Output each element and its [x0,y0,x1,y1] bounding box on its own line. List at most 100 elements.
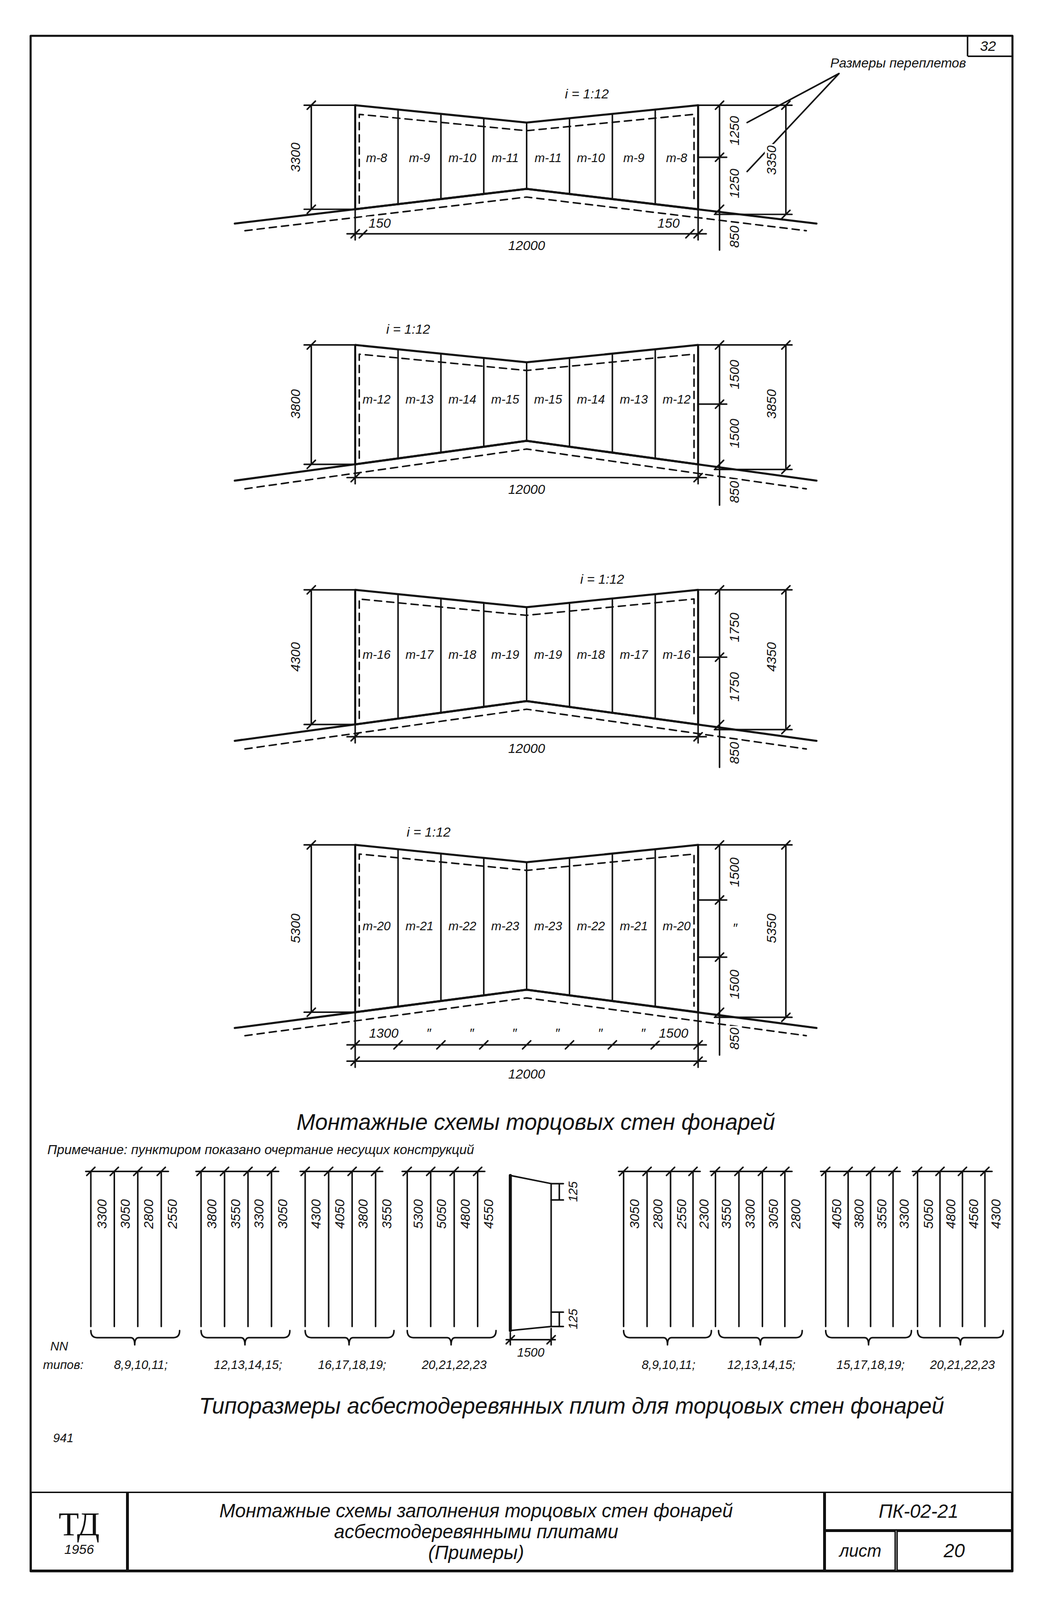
dimension-label: 3300 [252,1198,267,1231]
drawing-label: т-22 [446,920,478,933]
dimension-label: 3350 [764,144,779,177]
drawing-label: т-10 [446,151,478,165]
drawing-label: ″ [510,1027,519,1041]
drawing-label: т-17 [404,648,436,662]
title-block-text: 20 [943,1540,966,1562]
drawing-label: т-8 [364,151,389,165]
leader-line [747,73,839,172]
dimension-label: 3550 [379,1198,394,1231]
drawing-label: i = 1:12 [384,322,432,337]
drawing-label: i = 1:12 [405,825,452,840]
page-number-box [967,35,1013,57]
dimension-label: 4050 [332,1198,347,1231]
dimension-label: 3050 [118,1198,133,1231]
drawing-label: т-13 [618,393,650,407]
dimension-label: 850 [728,224,742,250]
dimension-label: 5050 [435,1198,449,1231]
dimension-label: 4550 [481,1198,496,1231]
dimension-label: 3850 [764,388,779,421]
drawing-label: т-19 [532,648,564,662]
dimension-label: 3300 [743,1198,758,1231]
dimension-label: 4560 [966,1198,981,1231]
drawing-label: Размеры переплетов [828,56,968,70]
dimension-label: 2550 [674,1198,689,1231]
dimension-label: 850 [728,1026,742,1052]
dimension-label: 5350 [764,912,779,945]
drawing-label: ″ [467,1027,476,1041]
dimension-label: 1250 [728,167,742,200]
plate-outline [506,1175,564,1346]
drawing-label: т-15 [532,393,564,407]
dimension-label: 2800 [651,1198,666,1231]
drawing-label: т-20 [661,920,693,933]
dimension-label: 3300 [289,140,303,174]
drawing-label: 150 [656,216,682,231]
drawing-label: т-13 [404,393,436,407]
dimension-label: 1500 [728,856,742,889]
drawing-label: 941 [51,1432,76,1446]
drawing-label: т-16 [361,648,393,662]
drawing-label: т-12 [361,393,393,407]
drawing-label: т-19 [489,648,521,662]
drawing-label: Типоразмеры асбестодеревянных плит для т… [197,1394,946,1419]
dimension-label: 3050 [627,1198,642,1231]
dimension-label: 1500 [728,968,742,1001]
dimension-label: 2800 [789,1198,804,1231]
dimension-label: 4300 [309,1198,324,1231]
drawing-label: 1500 [657,1027,690,1041]
drawing-label: т-9 [407,151,432,165]
sheet-frame [30,35,1013,1572]
dimension-label: 3300 [95,1198,109,1231]
drawing-label: 150 [367,216,393,231]
dimension-label: 5050 [922,1198,936,1231]
drawing-label: т-23 [489,920,521,933]
drawing-label: т-10 [575,151,607,165]
end-wall-elevation [234,585,817,768]
drawing-label: 20,21,22,23 [928,1359,997,1372]
dimension-label: 3800 [356,1198,370,1231]
title-block-text: ПК-02-21 [878,1501,959,1523]
dimension-label: 2800 [142,1198,156,1231]
title-block-name: Монтажные схемы заполнения торцовых стен… [127,1492,825,1572]
drawing-label: т-14 [446,393,478,407]
dimension-label: 1250 [728,114,742,147]
drawing-label: т-15 [489,393,521,407]
title-block-sheet-number: 20 [896,1531,1013,1573]
drawing-label: т-8 [664,151,689,165]
dimension-label: 4800 [944,1198,959,1231]
drawing-label: 12000 [506,239,547,253]
dimension-label: 850 [728,740,742,767]
drawing-label: ″ [639,1027,647,1041]
dimension-label: 4050 [829,1198,844,1231]
drawing-label: т-18 [446,648,478,662]
end-wall-elevation [234,841,817,1068]
drawing-label: Монтажные схемы торцовых стен фонарей [295,1110,777,1135]
drawing-label: т-11 [533,151,564,165]
dimension-label: 3550 [874,1198,889,1231]
drawing-label: т-17 [618,648,650,662]
dimension-label: 125 [567,1308,581,1332]
dimension-label: 3800 [205,1198,220,1231]
drawing-label: 12000 [506,742,547,757]
drawing-label: i = 1:12 [578,572,626,587]
title-block-text: 1956 [64,1543,94,1558]
drawing-label: т-9 [621,151,646,165]
drawing-label: 12000 [506,483,547,497]
dimension-label: 850 [728,479,742,505]
dimension-label: 4300 [289,640,303,674]
plate-size-dimensions [618,1167,1004,1346]
drawing-label: ″ [553,1027,562,1041]
dimension-label: 3550 [719,1198,734,1231]
title-block-text: (Примеры) [428,1542,525,1564]
dimension-label: 2300 [697,1198,711,1231]
dimension-label: 3050 [275,1198,290,1231]
drawing-label: 1300 [367,1027,400,1041]
title-block-sheet-label: лист [824,1531,896,1573]
drawing-label: 16,17,18,19; [316,1359,388,1372]
drawing-label: 1500 [515,1347,546,1360]
title-block-text: Монтажные схемы заполнения торцовых стен… [133,1500,819,1543]
dimension-label: 4800 [458,1198,473,1231]
dimension-label: 1500 [728,417,742,450]
drawing-label: т-11 [490,151,521,165]
end-wall-elevation [234,340,817,506]
